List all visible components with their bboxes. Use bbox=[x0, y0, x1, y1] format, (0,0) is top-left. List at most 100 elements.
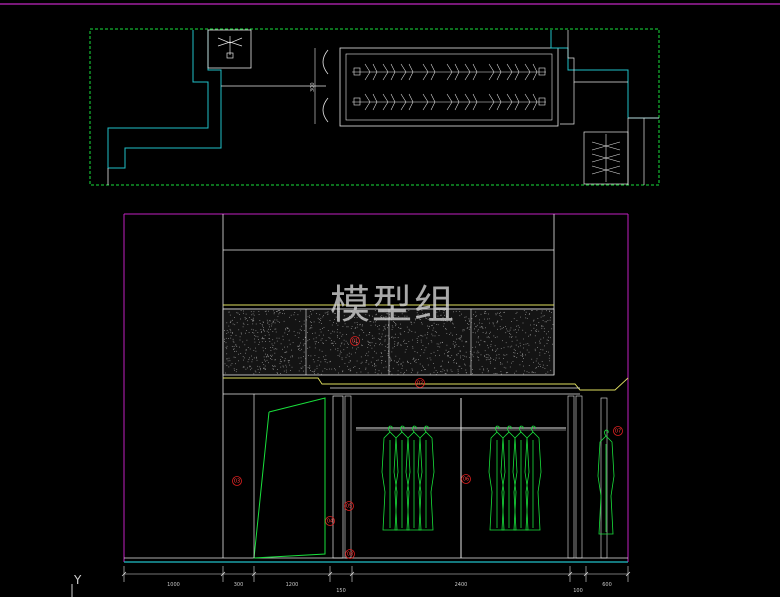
callout-number: 02 bbox=[417, 381, 423, 387]
stone-speckle-dot bbox=[516, 320, 518, 321]
stone-speckle-dot bbox=[468, 328, 470, 330]
stone-speckle-dot bbox=[339, 332, 341, 334]
plan-wall-right-lower bbox=[560, 82, 575, 125]
stone-speckle-dot bbox=[246, 339, 248, 341]
stone-speckle-dot bbox=[265, 310, 267, 312]
plan-wall-right-inner bbox=[567, 30, 628, 83]
stone-speckle-dot bbox=[397, 343, 399, 345]
stone-speckle-dot bbox=[445, 349, 447, 351]
stone-speckle-dot bbox=[287, 346, 288, 348]
stone-speckle-dot bbox=[366, 334, 368, 336]
dimension-slash bbox=[567, 571, 573, 577]
stone-speckle-dot bbox=[346, 326, 348, 328]
stone-speckle-dot bbox=[266, 319, 268, 321]
stone-speckle-dot bbox=[236, 346, 238, 347]
stone-speckle-dot bbox=[489, 322, 490, 324]
stone-speckle-dot bbox=[459, 339, 461, 340]
stone-speckle-dot bbox=[373, 337, 375, 339]
stone-speckle-dot bbox=[384, 328, 386, 329]
stone-speckle-dot bbox=[284, 313, 285, 315]
stone-speckle-dot bbox=[497, 320, 499, 322]
stone-speckle-dot bbox=[225, 347, 227, 348]
stone-speckle-dot bbox=[544, 368, 546, 369]
stone-speckle-dot bbox=[264, 330, 265, 332]
stone-speckle-dot bbox=[295, 319, 297, 321]
stone-speckle-dot bbox=[465, 356, 467, 358]
stone-speckle-dot bbox=[297, 345, 299, 347]
stone-speckle-dot bbox=[504, 354, 506, 356]
stone-speckle-dot bbox=[430, 340, 432, 341]
stone-speckle-dot bbox=[520, 316, 521, 318]
stone-speckle-dot bbox=[232, 323, 234, 325]
stone-speckle-dot bbox=[264, 365, 266, 367]
stone-speckle-dot bbox=[304, 337, 306, 338]
stone-speckle-dot bbox=[326, 362, 328, 364]
stone-speckle-dot bbox=[239, 339, 241, 341]
stone-speckle-dot bbox=[467, 323, 468, 324]
stone-speckle-dot bbox=[520, 345, 521, 347]
stone-speckle-dot bbox=[333, 345, 334, 346]
stone-speckle-dot bbox=[329, 337, 331, 339]
stone-speckle-dot bbox=[237, 312, 239, 314]
stone-speckle-dot bbox=[446, 320, 448, 322]
stone-speckle-dot bbox=[378, 325, 380, 326]
plan-rack-post bbox=[538, 97, 546, 106]
stone-speckle-dot bbox=[309, 315, 310, 317]
stone-speckle-dot bbox=[299, 332, 300, 334]
ucs-axis-icon: Y bbox=[71, 573, 82, 597]
plan-hanger-group bbox=[364, 63, 538, 111]
stone-speckle-dot bbox=[444, 353, 445, 355]
stone-speckle-dot bbox=[290, 370, 291, 371]
stone-speckle-dot bbox=[266, 356, 268, 357]
stone-speckle-dot bbox=[379, 344, 380, 346]
stone-speckle-dot bbox=[541, 327, 543, 329]
stone-speckle-dot bbox=[351, 314, 352, 316]
stone-speckle-dot bbox=[365, 354, 366, 356]
stone-speckle-dot bbox=[487, 371, 489, 373]
stone-speckle-dot bbox=[520, 355, 522, 356]
stone-speckle-dot bbox=[461, 340, 463, 342]
stone-speckle-dot bbox=[408, 341, 410, 342]
stone-speckle-dot bbox=[488, 337, 490, 339]
stone-speckle-dot bbox=[317, 373, 319, 374]
stone-speckle-dot bbox=[374, 363, 375, 365]
stone-speckle-dot bbox=[359, 314, 361, 315]
stone-speckle-dot bbox=[441, 365, 442, 367]
stone-speckle-dot bbox=[423, 366, 424, 368]
stone-speckle-dot bbox=[320, 317, 322, 319]
stone-speckle-dot bbox=[440, 314, 442, 316]
stone-speckle-dot bbox=[381, 336, 383, 338]
stone-speckle-dot bbox=[226, 358, 228, 360]
stone-speckle-dot bbox=[347, 326, 349, 328]
stone-speckle-dot bbox=[307, 316, 309, 318]
stone-speckle-dot bbox=[291, 366, 293, 368]
stone-speckle-dot bbox=[303, 370, 304, 372]
stone-speckle-dot bbox=[459, 337, 461, 339]
stone-speckle-dot bbox=[252, 332, 253, 333]
stone-speckle-dot bbox=[536, 325, 537, 326]
stone-speckle-dot bbox=[263, 338, 265, 340]
stone-speckle-dot bbox=[371, 347, 373, 349]
stone-speckle-dot bbox=[464, 363, 465, 365]
stone-speckle-dot bbox=[546, 365, 548, 366]
stone-speckle-dot bbox=[508, 330, 510, 332]
stone-speckle-dot bbox=[320, 331, 322, 333]
stone-speckle-dot bbox=[272, 322, 274, 323]
stone-speckle-dot bbox=[531, 310, 533, 311]
stone-speckle-dot bbox=[395, 355, 397, 357]
stone-speckle-dot bbox=[311, 327, 313, 329]
stone-speckle-dot bbox=[494, 337, 496, 338]
stone-speckle-dot bbox=[382, 329, 384, 331]
stone-speckle-dot bbox=[368, 344, 369, 345]
stone-speckle-dot bbox=[387, 344, 389, 345]
stone-speckle-dot bbox=[478, 357, 479, 358]
stone-speckle-dot bbox=[310, 327, 311, 329]
stone-speckle-dot bbox=[232, 332, 233, 334]
stone-speckle-dot bbox=[335, 343, 337, 344]
stone-speckle-dot bbox=[365, 362, 367, 363]
stone-speckle-dot bbox=[311, 371, 313, 372]
stone-speckle-dot bbox=[453, 360, 454, 361]
stone-speckle-dot bbox=[257, 365, 259, 367]
stone-speckle-dot bbox=[391, 360, 392, 361]
callout-bubble bbox=[350, 336, 360, 346]
